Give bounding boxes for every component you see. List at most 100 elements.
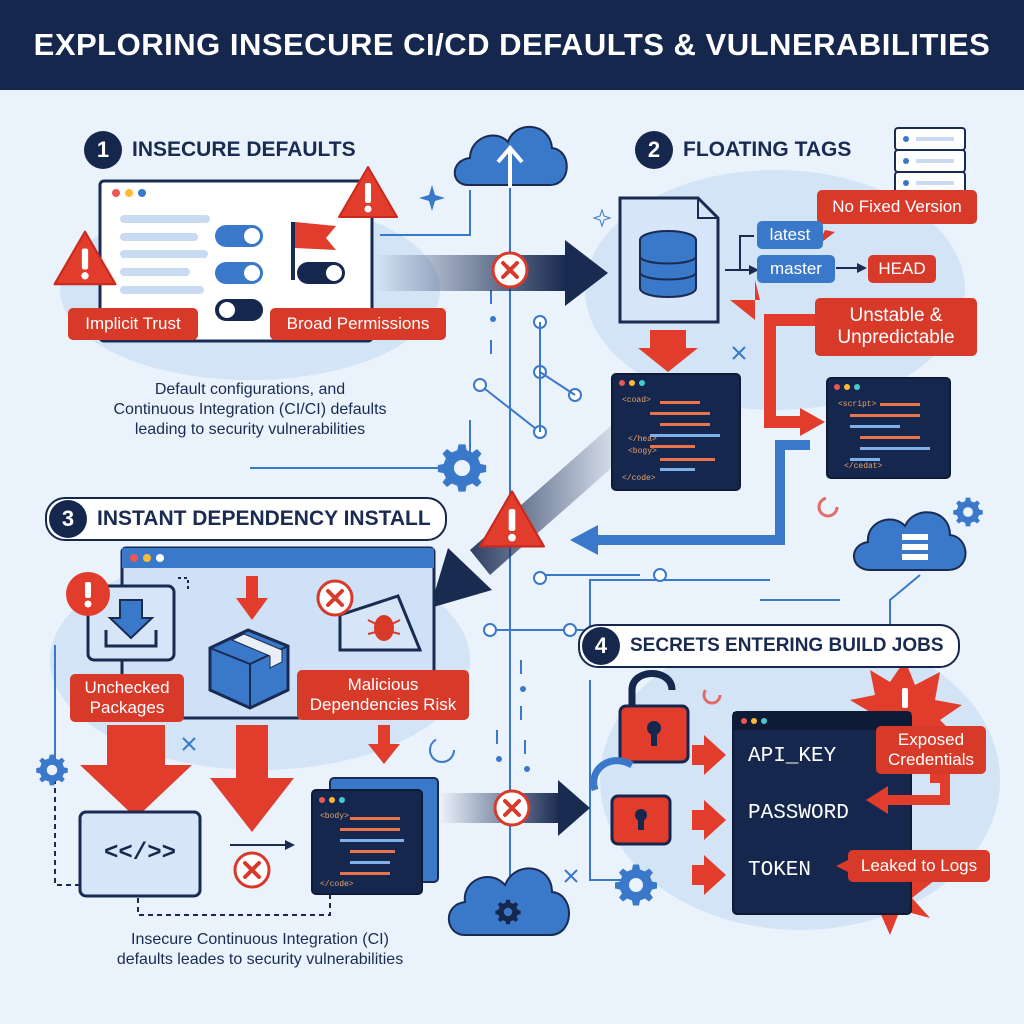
warning-icon [66, 572, 110, 616]
dashed-connector [54, 770, 80, 886]
right-arrow [692, 800, 726, 840]
section-3-number: 3 [49, 500, 87, 538]
section-4-header: 4 SECRETS ENTERING BUILD JOBS [578, 624, 960, 668]
insecure-defaults-window [98, 179, 374, 343]
section-3-caption: Insecure Continuous Integration (CI) def… [40, 930, 480, 970]
server-rack-icon [894, 127, 966, 195]
unchecked-packages-label: Unchecked Packages [70, 674, 184, 722]
tag-head: HEAD [868, 255, 936, 283]
section-1-number: 1 [84, 131, 122, 169]
code-tag: <bogy> [628, 447, 657, 456]
padlock-open-icon [618, 670, 690, 764]
error-x-icon [493, 789, 531, 827]
return-arrow [595, 440, 810, 545]
section-3-title: INSTANT DEPENDENCY INSTALL [97, 507, 431, 530]
right-arrow [692, 735, 726, 775]
unchecked-line: Unchecked [84, 678, 170, 697]
down-arrow [80, 725, 192, 818]
malicious-dependencies-label: Malicious Dependencies Risk [297, 670, 469, 720]
down-arrow [210, 725, 294, 832]
flag-icon [291, 222, 336, 280]
down-arrow [638, 330, 698, 372]
flow-arrow [375, 240, 608, 306]
package-box-icon [208, 628, 290, 710]
code-window [826, 377, 951, 479]
code-window [611, 373, 741, 491]
cross-decor [564, 869, 578, 883]
error-x-icon [316, 579, 354, 617]
toggle-switch-icon [215, 225, 345, 321]
caption-line: defaults leades to security vulnerabilit… [116, 951, 404, 968]
error-x-icon [233, 851, 271, 889]
exposed-line: Credentials [888, 750, 974, 769]
cloud-server-icon [853, 511, 967, 571]
node-links [539, 322, 576, 432]
section-2-title: FLOATING TAGS [683, 138, 852, 161]
exposed-credentials-label: Exposed Credentials [876, 726, 986, 774]
decor-ring [702, 685, 722, 705]
database-document [618, 196, 720, 324]
caption-line: leading to security vulnerabilities [134, 421, 366, 438]
secret-token: TOKEN [748, 859, 812, 882]
malicious-line: Malicious [347, 675, 419, 694]
section-2-number: 2 [635, 131, 673, 169]
loop-arrow-head [730, 280, 760, 320]
implicit-trust-label: Implicit Trust [68, 308, 198, 340]
tag-master: master [757, 255, 835, 283]
section-1-title: INSECURE DEFAULTS [132, 138, 356, 161]
gear-icon [36, 754, 68, 786]
header-bar [0, 0, 1024, 90]
exposed-line: Exposed [897, 730, 965, 749]
gear-icon [953, 497, 983, 527]
code-window-stack [311, 777, 439, 895]
section-1-header: 1 INSECURE DEFAULTS [84, 130, 356, 170]
code-tag: </hea> [628, 435, 657, 444]
loop-arrow-head [800, 408, 825, 436]
section-4-number: 4 [582, 627, 620, 665]
bug-icon [338, 594, 423, 652]
code-tag: <body> [320, 812, 349, 821]
cross-decor [732, 346, 746, 360]
page-title: EXPLORING INSECURE CI/CD DEFAULTS & VULN… [33, 27, 991, 62]
no-fixed-version-label: No Fixed Version [817, 190, 977, 224]
section-3-header: 3 INSTANT DEPENDENCY INSTALL [45, 497, 447, 541]
unstable-line: Unpredictable [837, 327, 955, 348]
return-arrow-head [570, 525, 598, 555]
right-arrow [692, 855, 726, 895]
tag-latest: latest [757, 221, 823, 249]
loop-arrow [764, 314, 845, 428]
code-tag: </code> [320, 880, 354, 889]
tag-connector [725, 235, 754, 270]
code-tag: <coad> [622, 396, 651, 405]
secret-password: PASSWORD [748, 802, 849, 825]
cross-decor [182, 737, 196, 751]
unstable-line: Unstable & [849, 305, 943, 326]
code-symbol: <</>> [103, 840, 176, 867]
download-icon [86, 584, 176, 662]
malicious-line: Dependencies Risk [309, 695, 457, 714]
code-brackets-icon [78, 810, 202, 898]
unchecked-line: Packages [89, 698, 165, 717]
gear-icon [615, 864, 657, 906]
callout-arrow [885, 773, 950, 805]
caption-line: Insecure Continuous Integration (CI) [131, 931, 389, 948]
dashed-connector [137, 892, 331, 916]
leaked-to-logs-label: Leaked to Logs [848, 850, 990, 882]
broad-permissions-label: Broad Permissions [270, 308, 446, 340]
binary-stream [490, 290, 530, 772]
gear-icon [437, 444, 487, 492]
cloud-gear-icon [447, 867, 570, 936]
down-arrow [236, 576, 268, 620]
secret-api-key: API_KEY [748, 745, 837, 768]
sparkle-icons [419, 185, 612, 228]
decor-ring [817, 496, 839, 518]
cloud-upload-icon [453, 126, 568, 188]
section-4-title: SECRETS ENTERING BUILD JOBS [630, 635, 944, 656]
down-arrow [368, 725, 400, 764]
database-icon [639, 230, 697, 298]
caption-line: Continuous Integration (CI/CI) defaults [113, 401, 387, 418]
padlock-open-icon [590, 757, 672, 846]
error-x-icon [491, 251, 529, 289]
code-tag: </cedat> [844, 462, 883, 471]
